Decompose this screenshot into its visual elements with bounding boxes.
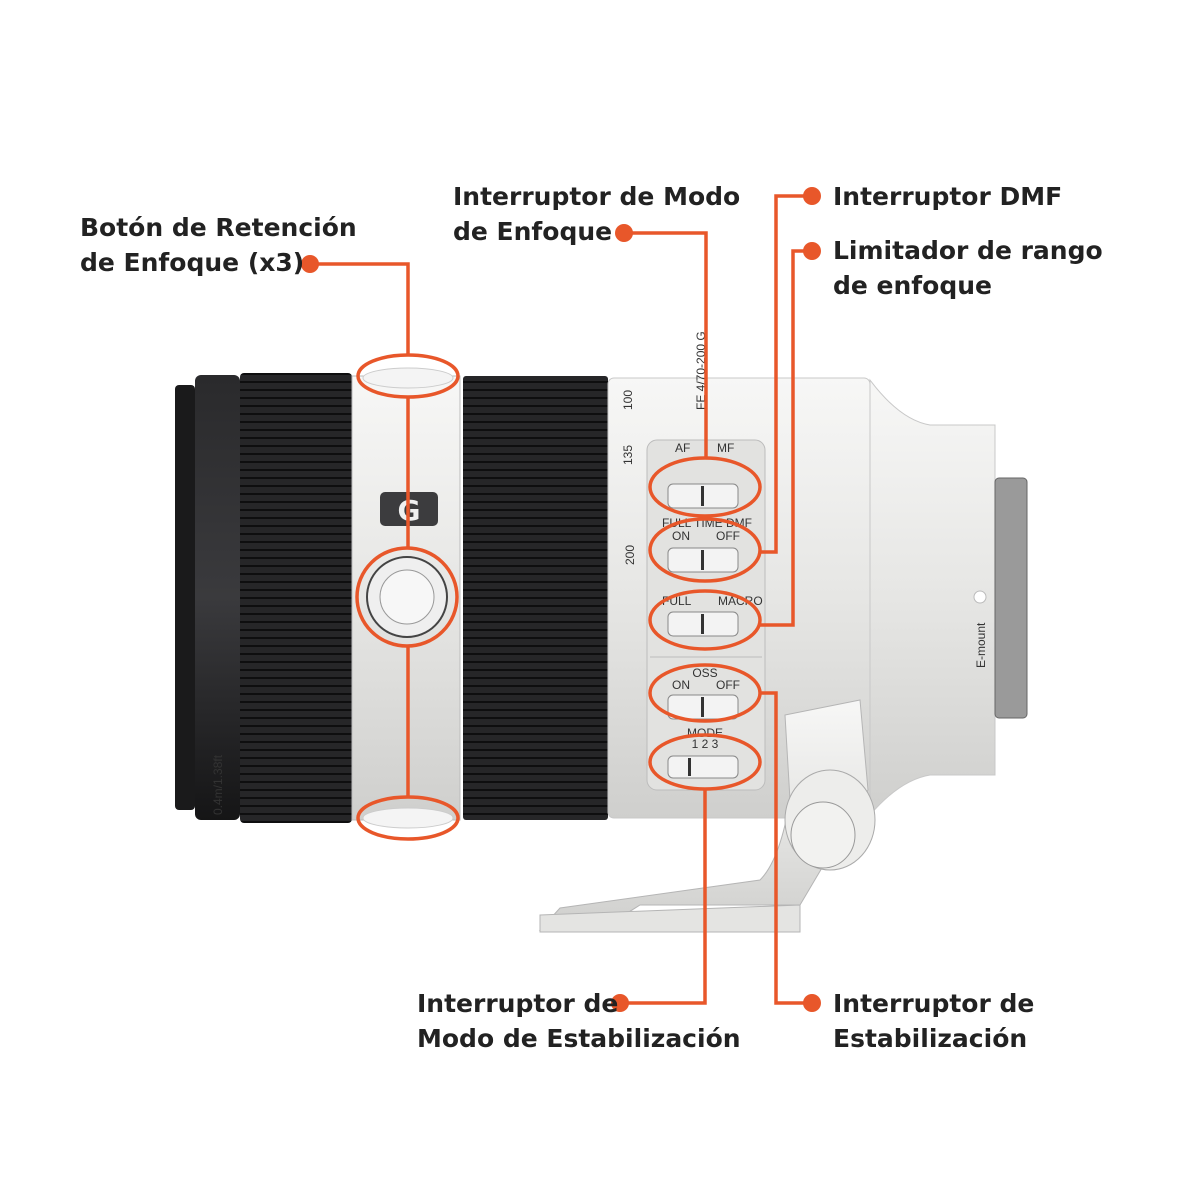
oss-on-label: ON <box>672 678 690 692</box>
focus-mode-label-1: Interruptor de Modo <box>453 182 740 211</box>
focus-hold-button-bottom[interactable] <box>362 807 454 829</box>
focus-mode-leader <box>624 231 708 458</box>
dmf-off-label: OFF <box>716 529 740 543</box>
mode-values: 1 2 3 <box>692 737 719 751</box>
tripod-foot <box>538 699 876 933</box>
focus-hold-middle-highlight <box>355 546 459 648</box>
dmf-on-label: ON <box>672 529 690 543</box>
oss-title: OSS <box>692 666 717 680</box>
focus-range-label-2: de enfoque <box>833 271 992 300</box>
stab-label-1: Interruptor de <box>833 989 1034 1018</box>
stab-label-2: Estabilización <box>833 1024 1027 1053</box>
focus-range-label-1: Limitador de rango <box>833 236 1103 265</box>
focus-hold-label-2: de Enfoque (x3) <box>80 248 304 277</box>
focus-hold-button-top[interactable] <box>362 367 454 389</box>
dmf-leader <box>760 194 812 554</box>
focal-200: 200 <box>623 545 637 565</box>
mode-highlight <box>648 733 762 791</box>
front-ring <box>195 375 240 820</box>
distance-scale: 0.4m/1.38ft <box>211 754 225 815</box>
dmf-highlight <box>648 517 762 583</box>
focus-hold-bottom-highlight <box>356 795 460 841</box>
focus-hold-top-highlight <box>356 353 460 399</box>
callout-labels: Botón de Retención de Enfoque (x3) Inter… <box>80 182 1103 1053</box>
focus-ring <box>463 376 608 820</box>
front-hood-ring <box>175 385 195 810</box>
oss-off-label: OFF <box>716 678 740 692</box>
mount-label: E-mount <box>974 622 988 668</box>
stab-mode-label-1: Interruptor de <box>417 989 618 1018</box>
stab-leader <box>760 691 812 1005</box>
af-mf-switch[interactable]: AF MF <box>667 441 739 509</box>
mount-index-dot <box>973 590 987 604</box>
range-highlight <box>648 589 762 651</box>
focal-135: 135 <box>621 445 635 465</box>
stab-mode-leader <box>620 790 707 1005</box>
focus-mode-label-2: de Enfoque <box>453 217 612 246</box>
oss-highlight <box>648 663 762 723</box>
lens-rear-taper <box>869 378 996 817</box>
af-label: AF <box>675 441 690 455</box>
callout-dots <box>301 187 821 1012</box>
focus-hold-leader <box>310 262 410 355</box>
focus-range-leader <box>760 249 812 627</box>
mf-label: MF <box>717 441 734 455</box>
af-mf-highlight <box>648 456 762 518</box>
callout-lines <box>310 194 812 1005</box>
lens: E-mount 0.4m/1.38ft G 100 135 200 FE 4/7… <box>175 331 1028 933</box>
stab-mode-label-2: Modo de Estabilización <box>417 1024 741 1053</box>
focal-100: 100 <box>621 390 635 410</box>
zoom-ring <box>240 373 352 823</box>
focus-hold-button-middle-inner <box>379 569 435 625</box>
lens-mount <box>994 477 1028 719</box>
dmf-label: Interruptor DMF <box>833 182 1062 211</box>
oss-switch[interactable]: OSS ON OFF <box>667 666 740 720</box>
focus-hold-label-1: Botón de Retención <box>80 213 357 242</box>
